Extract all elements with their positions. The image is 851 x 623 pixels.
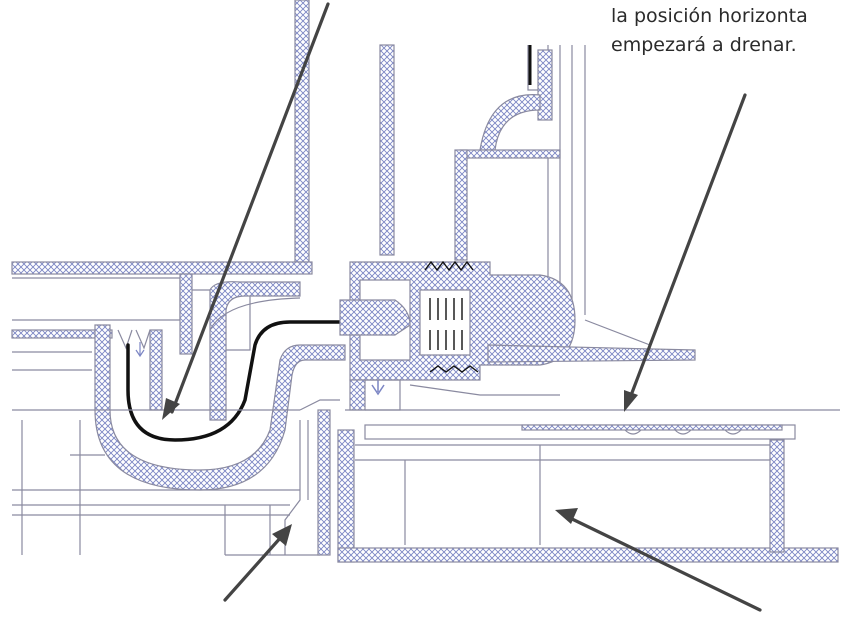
drip-tray <box>337 409 840 563</box>
arrow-to-tray-edge <box>628 93 747 400</box>
upper-housing <box>379 44 586 315</box>
callout-arrows <box>162 2 762 612</box>
base-frame <box>12 399 340 556</box>
drain-tube <box>126 320 380 442</box>
valve-assembly <box>339 260 696 411</box>
arrow-to-tray-body <box>568 516 762 612</box>
callout-line-2: empezará a drenar. <box>611 34 797 56</box>
arrow-to-siphon <box>170 2 330 414</box>
callout-text: la posición horizonta empezará a drenar. <box>611 2 851 60</box>
siphon-trap <box>94 281 346 491</box>
callout-line-1: la posición horizonta <box>611 5 808 27</box>
arrow-to-channel <box>223 534 284 602</box>
left-basin-wall <box>11 0 313 371</box>
